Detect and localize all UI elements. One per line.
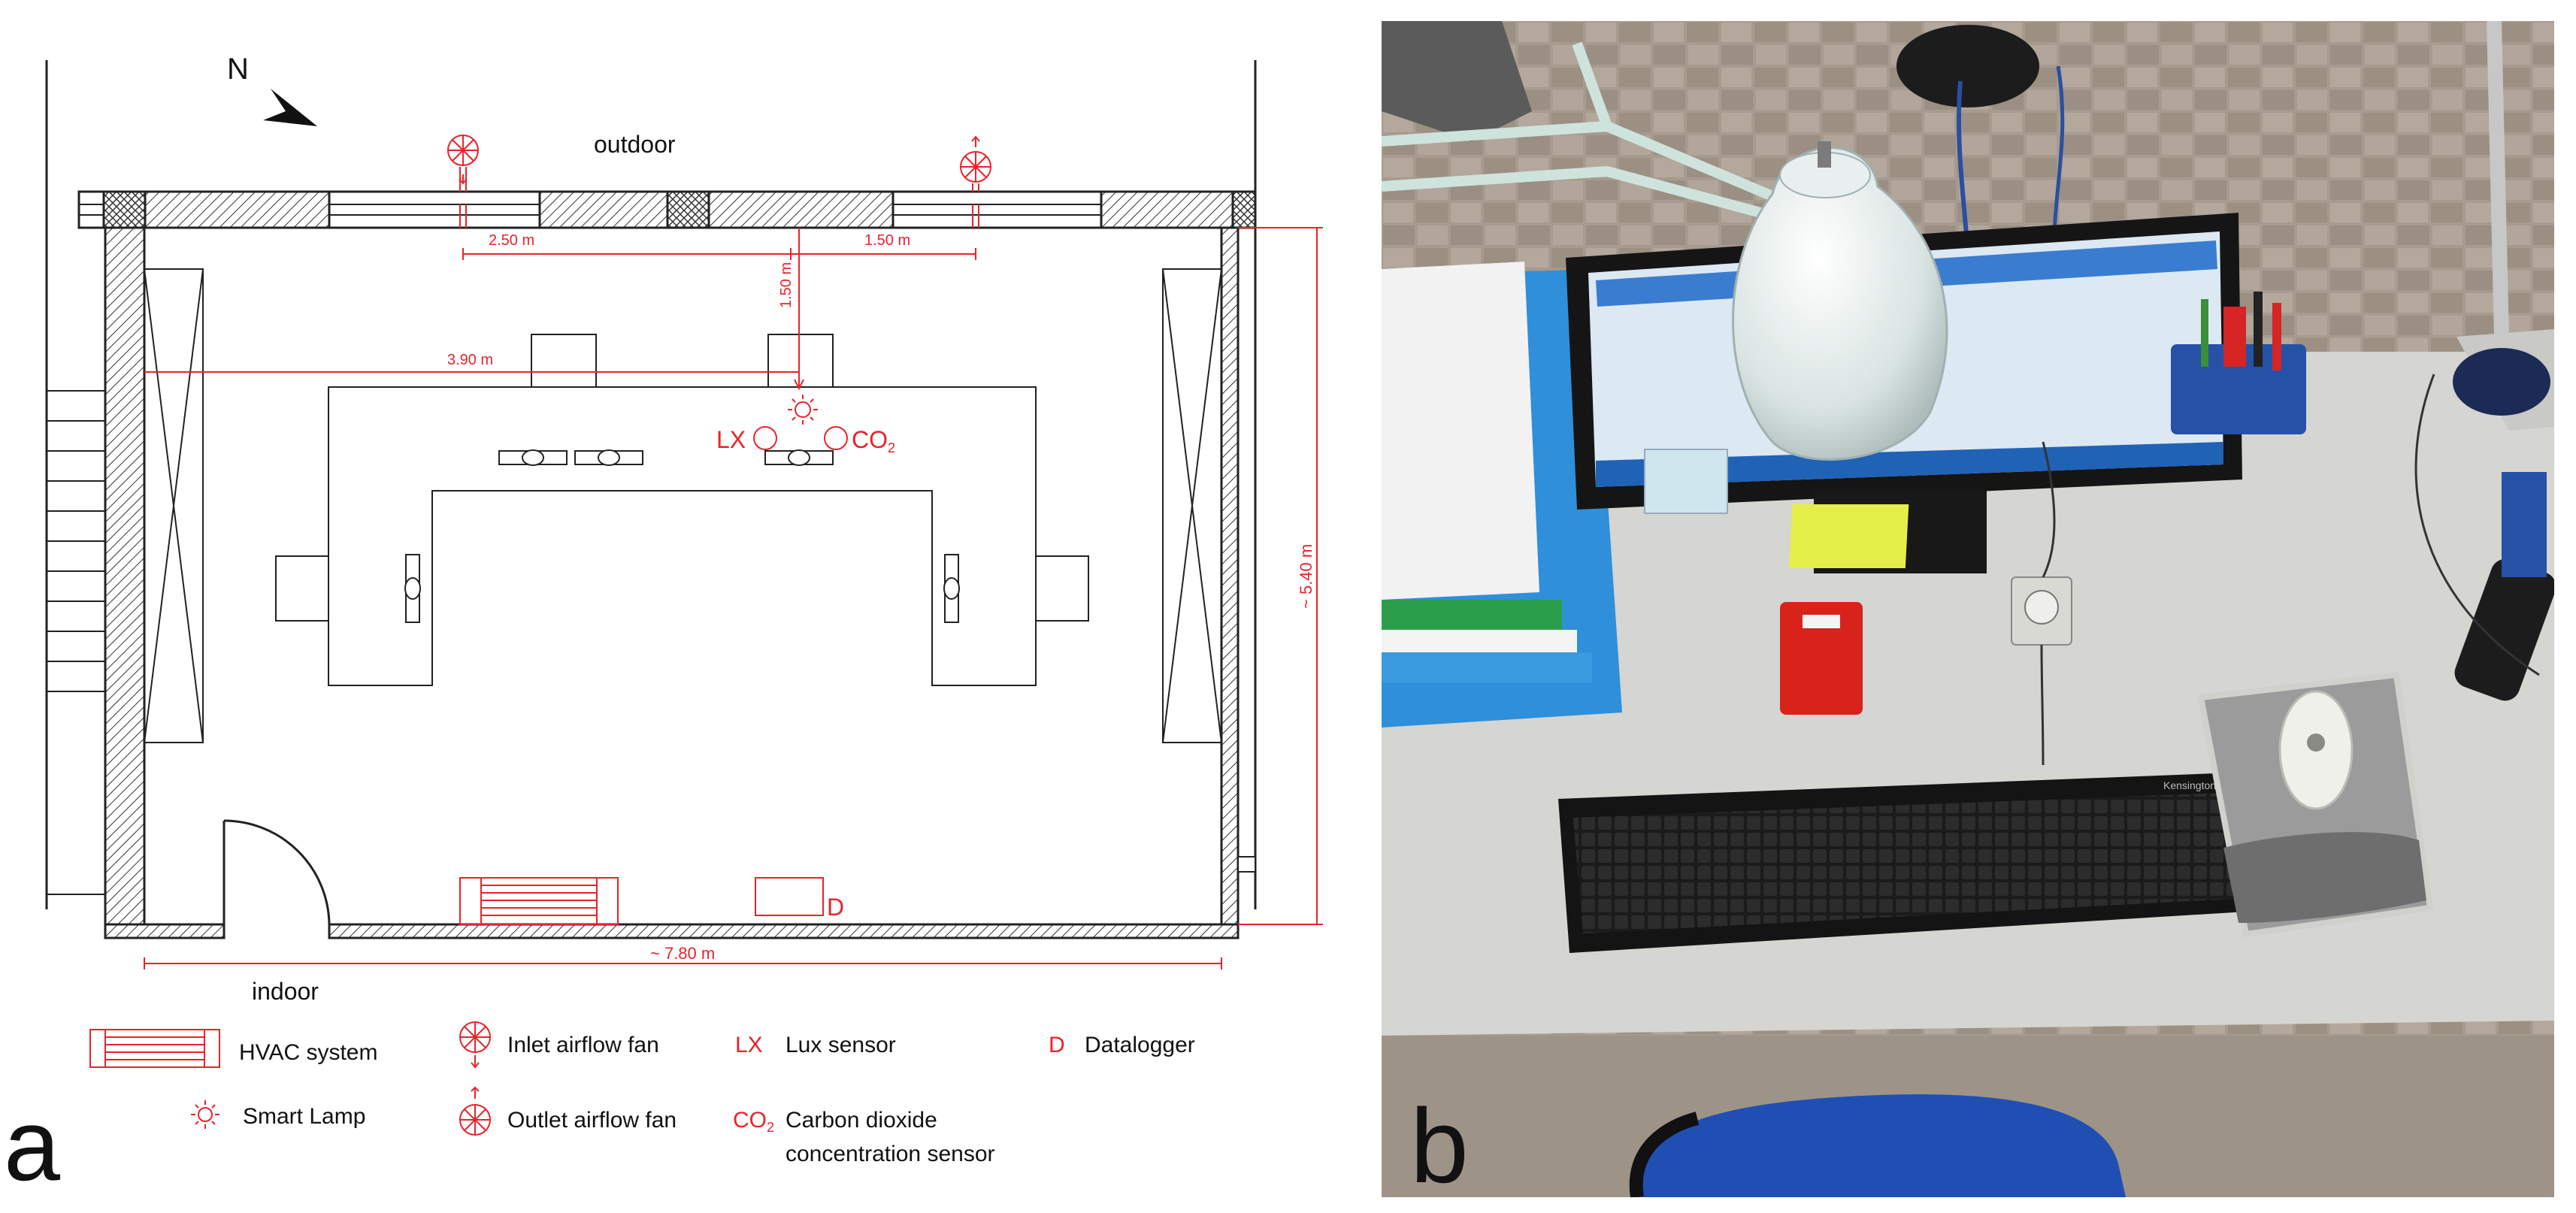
datalogger-icon [755, 877, 824, 916]
outdoor-label: outdoor [594, 131, 676, 158]
legend-smart-lamp-icon [191, 1100, 219, 1129]
legend-inlet-fan-icon [459, 1021, 491, 1069]
legend: HVAC system Inlet airflow fan LX Lux sen… [89, 1021, 1195, 1166]
desk-lamp-arm [1381, 41, 1805, 229]
red-datalogger [1780, 602, 1863, 715]
keyboard: Kensington [1558, 773, 2246, 953]
south-wall-left [104, 923, 226, 939]
north-arrow-icon [263, 89, 317, 126]
dim-3-90: 3.90 m [447, 352, 493, 368]
pen-holder [2171, 292, 2306, 434]
workstation-photo-panel: acer Kensington [1381, 21, 2556, 1205]
chairs [275, 334, 1089, 622]
legend-co2-symbol: CO2 [733, 1108, 774, 1135]
legend-lamp-label: Smart Lamp [243, 1104, 365, 1129]
white-box [1644, 449, 1728, 514]
keyboard-brand: Kensington [2163, 779, 2216, 791]
sticky-note [1788, 504, 1909, 568]
legend-outlet-label: Outlet airflow fan [507, 1108, 677, 1133]
d-tag: D [827, 894, 844, 921]
legend-co2-label-line1: Carbon dioxide [786, 1108, 937, 1133]
door [222, 819, 331, 925]
dim-5-40: ~ 5.40 m [1297, 544, 1315, 609]
legend-co2-label-line2: concentration sensor [786, 1142, 995, 1166]
smart-lamp-icon [788, 395, 818, 425]
legend-lux-label: Lux sensor [786, 1033, 896, 1057]
south-wall-right [328, 923, 1240, 939]
cabinet-west [144, 268, 204, 743]
desk-lamp-shade [1732, 141, 1948, 461]
dim-7-80: ~ 7.80 m [650, 944, 715, 963]
lx-tag: LX [716, 426, 746, 453]
cordless-phone [2454, 558, 2556, 701]
fan-stand-base [1896, 25, 2039, 107]
legend-hvac-label: HVAC system [239, 1040, 377, 1065]
floor-plan-panel: N outdoor [4, 53, 1323, 1202]
north-wall [77, 190, 1257, 229]
co2-tag: CO2 [852, 426, 895, 455]
workstation-photo: acer Kensington [1381, 21, 2556, 1205]
hvac-unit [459, 877, 619, 925]
panel-b-letter: b [1410, 1087, 1469, 1197]
legend-inlet-label: Inlet airflow fan [507, 1033, 659, 1057]
dim-1-50-vertical: 1.50 m [778, 262, 795, 308]
co2-sensor-icon [824, 426, 848, 450]
legend-lux-symbol: LX [735, 1033, 763, 1057]
lux-sensor-icon [753, 426, 777, 450]
floor-plan-drawing: N outdoor [4, 53, 1323, 1202]
dim-1-50-horizontal: 1.50 m [864, 232, 910, 249]
outlet-fan-icon [960, 135, 991, 228]
inlet-fan-icon [447, 135, 479, 228]
dim-2-50: 2.50 m [489, 232, 534, 249]
dimension-lines [144, 227, 1323, 969]
cabinet-east [1162, 268, 1222, 743]
binder-stack [1382, 262, 1622, 727]
workstations [404, 449, 960, 623]
east-wall [1220, 226, 1240, 939]
legend-datalogger-label: Datalogger [1085, 1033, 1195, 1057]
panel-a-letter: a [4, 1088, 61, 1202]
legend-datalogger-symbol: D [1049, 1033, 1065, 1057]
office-chair [1629, 1094, 2126, 1199]
west-wall [104, 226, 146, 939]
indoor-label: indoor [252, 978, 319, 1005]
stairs [47, 390, 105, 895]
u-shaped-desk [328, 386, 1037, 686]
north-label: N [227, 53, 249, 86]
legend-outlet-fan-icon [459, 1086, 491, 1136]
legend-hvac-icon [89, 1029, 220, 1068]
